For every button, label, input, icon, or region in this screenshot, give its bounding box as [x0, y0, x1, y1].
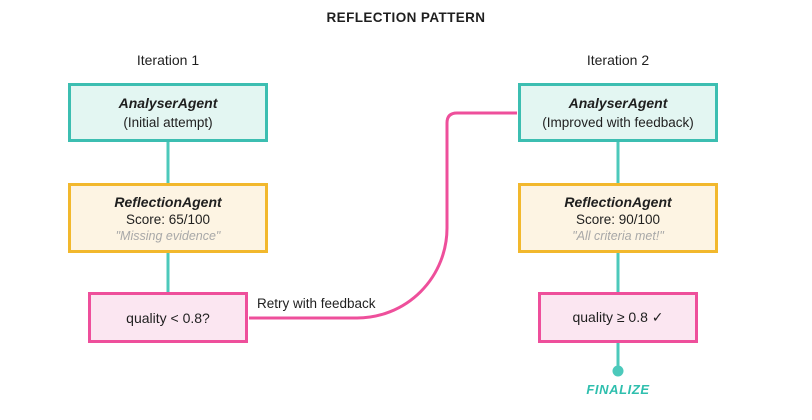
reflection-quote: "All criteria met!" [572, 228, 664, 243]
iteration-2-label: Iteration 2 [586, 52, 650, 68]
reflection-agent-node-iter2: ReflectionAgent Score: 90/100 "All crite… [518, 183, 718, 253]
diagram-title: REFLECTION PATTERN [326, 10, 486, 25]
reflection-agent-name: ReflectionAgent [564, 193, 672, 210]
retry-feedback-edge [249, 111, 517, 320]
analyser-agent-subtitle: (Improved with feedback) [542, 115, 694, 130]
analyser-agent-name: AnalyserAgent [568, 95, 668, 111]
quality-check-node-iter2: quality ≥ 0.8 ✓ [538, 292, 698, 343]
reflection-quote: "Missing evidence" [115, 228, 221, 243]
analyser-agent-node-iter2: AnalyserAgent (Improved with feedback) [518, 83, 718, 142]
quality-check-node-iter1: quality < 0.8? [88, 292, 248, 343]
iteration-1-label: Iteration 1 [136, 52, 200, 68]
quality-check-label: quality < 0.8? [126, 309, 210, 326]
analyser-agent-subtitle: (Initial attempt) [123, 115, 213, 130]
reflection-score: Score: 90/100 [575, 211, 661, 227]
finalize-label: FINALIZE [586, 382, 650, 397]
retry-edge-label: Retry with feedback [257, 296, 376, 311]
analyser-agent-name: AnalyserAgent [118, 95, 218, 111]
reflection-agent-name: ReflectionAgent [114, 193, 222, 210]
quality-check-label: quality ≥ 0.8 ✓ [572, 309, 664, 325]
reflection-score: Score: 65/100 [125, 211, 211, 227]
finalize-dot [612, 365, 624, 377]
analyser-agent-node-iter1: AnalyserAgent (Initial attempt) [68, 83, 268, 142]
reflection-agent-node-iter1: ReflectionAgent Score: 65/100 "Missing e… [68, 183, 268, 253]
